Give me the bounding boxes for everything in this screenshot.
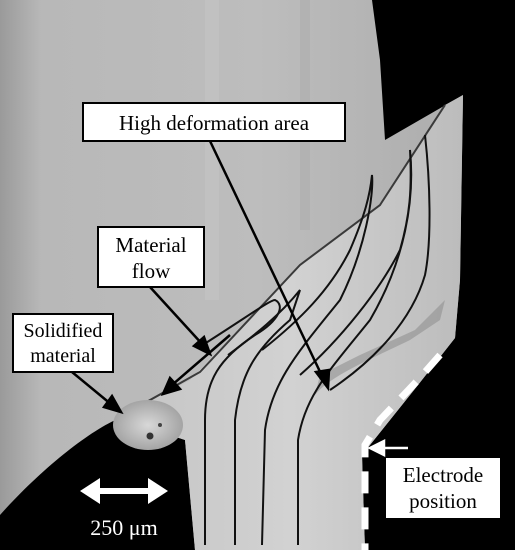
nugget-pore [146,432,154,440]
nugget-pore [158,423,162,427]
svg-text:material: material [30,345,96,367]
label-material-flow: Material flow [97,226,205,288]
arrow-high-deformation [208,140,331,392]
svg-text:Solidified: Solidified [24,320,103,342]
label-solidified-material: Solidified material [12,313,114,373]
label-electrode-position: Electrode position [384,456,502,520]
scale-bar [80,478,168,504]
flow-lines [197,134,431,546]
arrow-material-flow [149,286,213,357]
svg-text:Material: Material [115,233,186,257]
svg-text:flow: flow [132,259,171,283]
electrode-position-line [361,352,443,550]
svg-text:Electrode: Electrode [403,463,483,487]
arrow-solidified [71,371,124,415]
svg-text:High deformation area: High deformation area [119,111,310,135]
scale-bar-label: 250 μm [90,515,157,540]
metal-band [205,0,219,300]
flow-line [197,298,281,545]
void-top-right [362,0,515,550]
flow-line [261,174,374,546]
arrow-flow-into-nugget [160,334,231,396]
arrow-electrode [367,438,408,458]
flow-line [297,149,413,545]
flow-line [227,289,301,545]
svg-text:position: position [409,489,477,513]
label-high-deformation: High deformation area [82,102,346,142]
flow-line [329,134,431,391]
solidified-nugget [113,400,183,450]
